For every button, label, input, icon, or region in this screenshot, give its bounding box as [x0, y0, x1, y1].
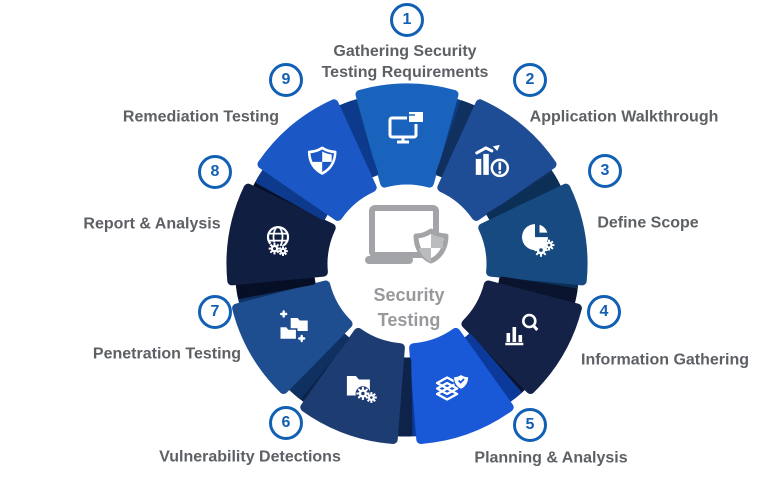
monitor-shield-icon	[365, 205, 449, 264]
globe-gears-icon	[266, 226, 290, 257]
segment-9	[257, 99, 377, 221]
step-label-5: Planning & Analysis	[474, 449, 628, 467]
center-title: Security Testing	[373, 285, 445, 330]
step-badge-8: 8	[198, 155, 232, 189]
pie-chart-gears-icon	[522, 224, 555, 257]
growth-chart-warning-icon	[475, 144, 510, 178]
step-badge-1: 1	[390, 3, 424, 37]
step-badge-7: 7	[198, 295, 232, 329]
folder-gears-icon	[346, 376, 378, 404]
step-label-3: Define Scope	[597, 214, 699, 232]
step-label-8: Report & Analysis	[83, 215, 221, 233]
bar-chart-search-icon	[505, 313, 539, 346]
step-badge-3: 3	[588, 154, 622, 188]
step-label-4: Information Gathering	[581, 351, 749, 369]
step-label-7: Penetration Testing	[92, 345, 242, 363]
step-badge-5: 5	[513, 408, 547, 442]
step-badge-2: 2	[513, 63, 547, 97]
step-badge-4: 4	[587, 295, 621, 329]
step-badge-9: 9	[269, 63, 303, 97]
step-label-9: Remediation Testing	[122, 108, 280, 126]
step-label-2: Application Walkthrough	[529, 108, 719, 126]
monitor-folder-icon	[388, 110, 425, 144]
step-badge-6: 6	[269, 406, 303, 440]
layers-shield-icon	[435, 373, 469, 401]
shield-check-icon	[307, 146, 337, 175]
segment-8	[226, 183, 336, 286]
step-label-1: Gathering Security Testing Requirements	[321, 43, 489, 81]
step-label-6: Vulnerability Detections	[159, 448, 341, 466]
folders-plus-icon	[278, 310, 308, 343]
